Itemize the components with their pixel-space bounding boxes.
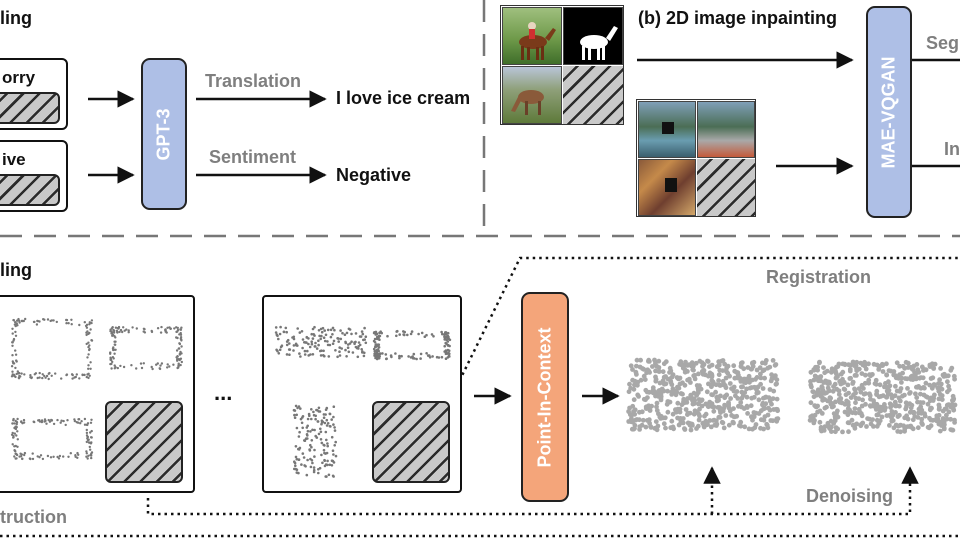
segmentation-masked-hatch	[563, 66, 623, 124]
panel-b-title: (b) 2D image inpainting	[638, 8, 838, 28]
mae-output1-text: Segi	[926, 33, 960, 53]
dotted-registration-path	[446, 256, 960, 405]
lake-road-photo	[697, 101, 755, 158]
point-cloud-pairs	[274, 325, 452, 478]
dotted-bottom-path	[146, 466, 919, 516]
input2-text: ive	[2, 150, 26, 169]
input1-text: orry	[2, 68, 36, 87]
task-translation-output: I love ice cream	[336, 88, 471, 108]
panel-a-input1-box: orry	[0, 58, 68, 130]
point-in-context-model-block: Point-In-Context	[521, 292, 569, 502]
inpainting-masked-hatch	[697, 159, 755, 216]
shelf-masked-photo	[638, 159, 696, 216]
mae-vqgan-model-block: MAE-VQGAN	[866, 6, 912, 218]
mae-output2-text: In	[944, 139, 960, 159]
grazing-horse-icon	[511, 90, 544, 115]
horse-mask-icon	[580, 26, 618, 60]
point-cloud-pairs	[10, 317, 183, 461]
horse-rider-icon	[519, 22, 556, 60]
gpt3-model-block: GPT-3	[141, 58, 187, 210]
reconstruction-label: truction	[0, 507, 67, 527]
mae-vqgan-label: MAE-VQGAN	[878, 56, 899, 168]
output-point-clouds	[626, 357, 958, 435]
inpainting-prompt-grid	[636, 99, 756, 217]
task-translation-label: Translation	[205, 71, 302, 91]
point-cloud	[109, 325, 183, 371]
point-cloud	[372, 329, 452, 361]
mask-square	[662, 122, 674, 134]
point-in-context-label: Point-In-Context	[534, 327, 555, 467]
point-prompt-2-hatch	[372, 401, 450, 483]
gpt3-label: GPT-3	[153, 107, 174, 161]
denoising-label: Denoising	[806, 486, 894, 506]
horse-rider-photo	[502, 7, 562, 65]
horse-mask-photo	[563, 7, 623, 65]
task-sentiment-label: Sentiment	[209, 147, 297, 167]
panel-a-title: ling	[0, 8, 32, 28]
point-cloud	[10, 317, 94, 381]
point-cloud	[292, 404, 338, 478]
point-cloud	[10, 417, 94, 461]
point-cloud	[807, 359, 958, 435]
registration-label: Registration	[766, 267, 872, 287]
input2-masked-hatch	[0, 174, 60, 206]
segmentation-prompt-grid	[500, 5, 624, 125]
grazing-horse-photo	[502, 66, 562, 124]
point-cloud	[274, 325, 368, 359]
point-cloud	[626, 357, 781, 433]
panel-c-title: ling	[0, 260, 32, 280]
point-prompt-box-2	[262, 295, 462, 493]
lake-masked-photo	[638, 101, 696, 158]
input1-masked-hatch	[0, 92, 60, 124]
ellipsis: ...	[214, 380, 233, 405]
point-prompt-1-hatch	[105, 401, 183, 483]
point-prompt-box-1	[0, 295, 195, 493]
mask-square	[665, 178, 677, 192]
panel-a-input2-box: ive	[0, 140, 68, 212]
task-sentiment-output: Negative	[336, 165, 412, 185]
